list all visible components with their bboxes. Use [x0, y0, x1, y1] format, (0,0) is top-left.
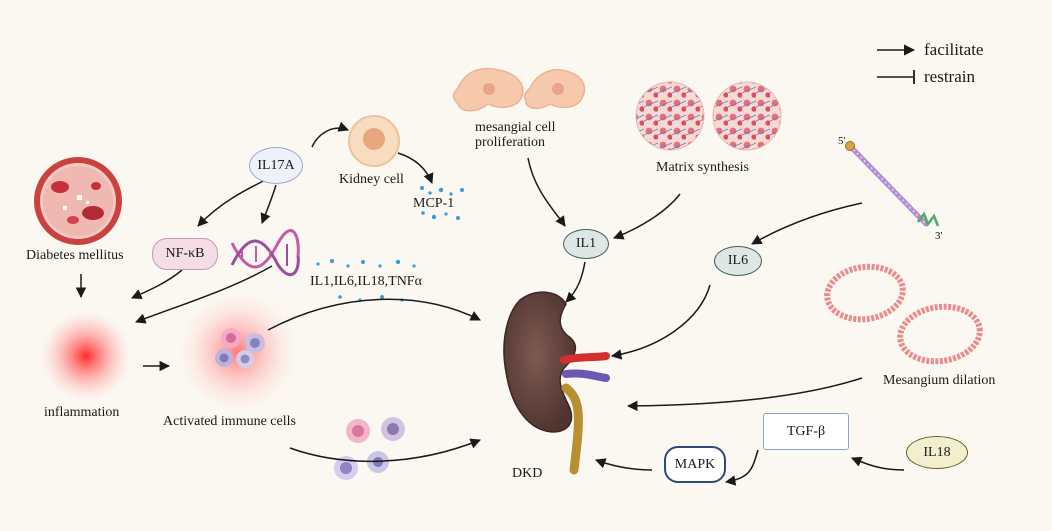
node-il18: IL18: [906, 436, 968, 469]
arrow-immune-dkd: [267, 298, 481, 331]
label-activated-immune-cells: Activated immune cells: [163, 414, 296, 429]
legend: [877, 44, 916, 84]
label-rna-5prime: 5': [838, 135, 846, 147]
arrow-rna-il6: [751, 202, 863, 245]
kidney-illustration: [503, 291, 610, 475]
arrow-il1-dkd: [565, 261, 586, 303]
legend-restrain-label: restrain: [924, 67, 975, 86]
rna-strand-illustration: [845, 141, 940, 227]
legend-facilitate-label: facilitate: [924, 40, 984, 59]
arrow-il18-tgfb: [851, 456, 905, 471]
label-kidney-cell: Kidney cell: [339, 172, 404, 187]
arrow-mapk-dkd: [595, 458, 653, 471]
label-mesangium-dilation: Mesangium dilation: [883, 373, 996, 388]
activated-immune-cells-illustration: [178, 292, 298, 412]
label-diabetes-mellitus: Diabetes mellitus: [26, 248, 124, 263]
arrow-il17a-dna: [260, 184, 277, 224]
arrow-dna-inflammation: [135, 265, 273, 324]
arrow-lower-immune-dkd: [289, 438, 481, 463]
node-il6: IL6: [714, 246, 762, 276]
node-il1: IL1: [563, 229, 609, 259]
diabetes-illustration: [34, 157, 122, 245]
immune-cells-lower: [334, 417, 405, 480]
node-mapk: MAPK: [664, 446, 726, 483]
label-mcp1: MCP-1: [413, 196, 455, 211]
arrow-nfkb-inflammation: [131, 269, 183, 299]
node-tgfb: TGF-β: [763, 413, 849, 450]
mcp1-dots: [420, 186, 464, 220]
node-il17a: IL17A: [249, 147, 303, 184]
label-mesangial-line1: mesangial cell: [475, 120, 556, 135]
dna-helix-illustration: [230, 229, 300, 277]
label-cytokines: IL1,IL6,IL18,TNFα: [310, 274, 422, 289]
arrow-kidneycell-mcp1: [397, 152, 434, 184]
label-mesangial-line2: proliferation: [475, 135, 545, 150]
mesangium-dilation-illustration: [824, 263, 983, 365]
arrow-tgfb-mapk: [724, 449, 759, 486]
arrow-mesangial-il1: [527, 157, 566, 227]
label-matrix-synthesis: Matrix synthesis: [656, 160, 749, 175]
matrix-synthesis-illustration: [635, 81, 782, 151]
arrow-il6-dkd: [610, 284, 711, 360]
label-inflammation: inflammation: [44, 405, 120, 420]
mesangial-cells-illustration: [452, 67, 586, 112]
label-dkd: DKD: [512, 466, 543, 481]
inflammation-glow: [41, 311, 131, 401]
arrow-mesangium-dkd: [626, 377, 863, 412]
label-rna-3prime: 3': [935, 230, 943, 242]
node-nfkb: NF-κB: [152, 238, 218, 270]
arrow-il17a-kidneycell: [311, 121, 349, 148]
kidney-cell-illustration: [348, 115, 400, 167]
arrow-matrix-il1: [613, 193, 681, 240]
